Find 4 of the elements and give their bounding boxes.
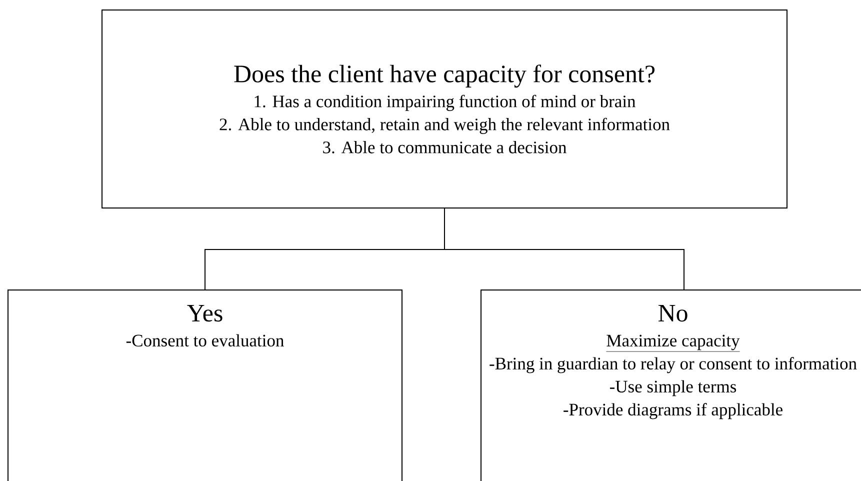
answer-box: Yes -Consent to evaluation: [8, 289, 402, 481]
answer-box: No Maximize capacity -Bring in guardian to relay or consent to information -Use simple terms -Provide diagrams if applicable: [480, 289, 861, 481]
question-box: Does the client have capacity for consent? 1. Has a condition impairing function of mind or brain 2. Able to understand, retain and weigh the relevant information 3. Able to communicate a decision: [102, 10, 788, 208]
connector-line: [444, 208, 684, 290]
